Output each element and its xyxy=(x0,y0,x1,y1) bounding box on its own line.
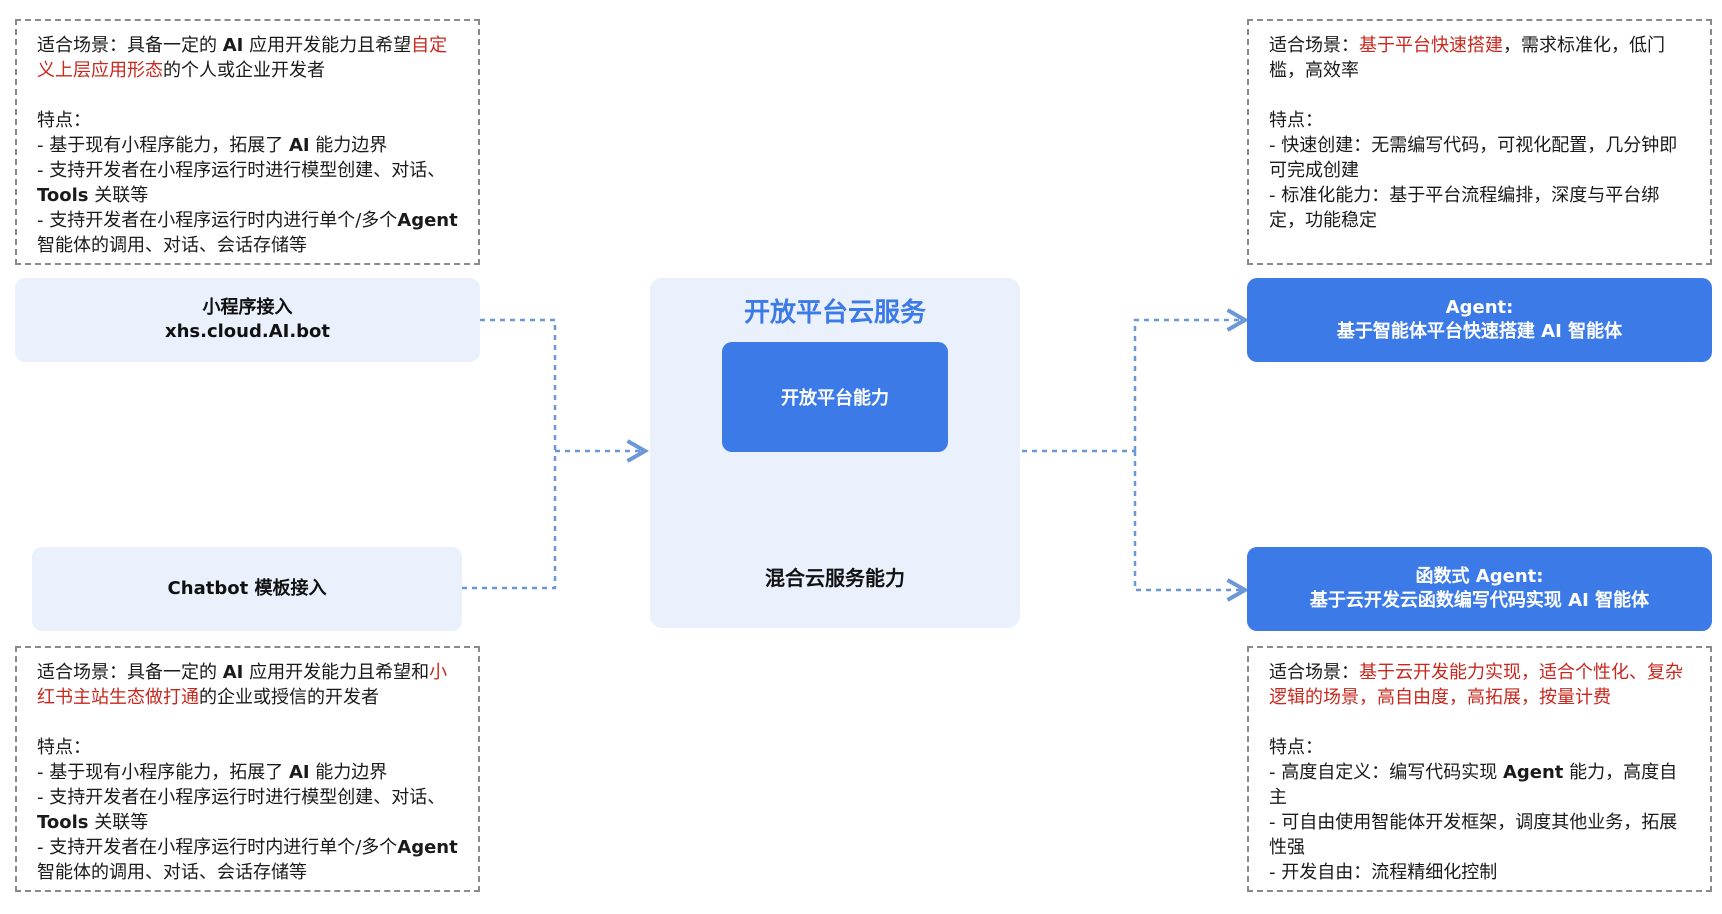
to-func-agent-arrow xyxy=(1133,451,1250,602)
feature-3: - 支持开发者在小程序运行时内进行单个/多个Agent 智能体的调用、对话、会话… xyxy=(37,210,458,256)
left-bottom-note: 适合场景：具备一定的 AI 应用开发能力且希望和小红书主站生态做打通的企业或授信… xyxy=(15,646,480,892)
scene-text: 适合场景：具备一定的 AI 应用开发能力且希望和小红书主站生态做打通的企业或授信… xyxy=(37,662,448,708)
feature-1: - 快速创建：无需编写代码，可视化配置，几分钟即可完成创建 xyxy=(1269,135,1678,181)
function-agent-box: 函数式 Agent: 基于云开发云函数编写代码实现 AI 智能体 xyxy=(1247,547,1712,631)
open-platform-cloud-title: 开放平台云服务 xyxy=(743,298,926,328)
feature-1: - 基于现有小程序能力，拓展了 AI 能力边界 xyxy=(37,762,388,783)
feature-1: - 基于现有小程序能力，拓展了 AI 能力边界 xyxy=(37,135,388,156)
open-platform-capability-box: 开放平台能力 xyxy=(722,342,948,452)
miniapp-connector xyxy=(480,318,557,451)
feature-2: - 标准化能力：基于平台流程编排，深度与平台绑定，功能稳定 xyxy=(1269,185,1660,231)
right-bottom-note: 适合场景：基于云开发能力实现，适合个性化、复杂逻辑的场景，高自由度，高拓展，按量… xyxy=(1247,646,1712,892)
right-top-note: 适合场景：基于平台快速搭建，需求标准化，低门槛，高效率 特点： - 快速创建：无… xyxy=(1247,19,1712,265)
features-label: 特点： xyxy=(1269,110,1323,131)
feature-2: - 支持开发者在小程序运行时进行模型创建、对话、Tools 关联等 xyxy=(37,787,446,833)
miniapp-entry-title: 小程序接入 xyxy=(202,297,293,318)
chatbot-connector xyxy=(462,451,557,590)
miniapp-entry-api: xhs.cloud.AI.bot xyxy=(164,321,331,342)
features-label: 特点： xyxy=(37,110,91,131)
agent-box-title: Agent: xyxy=(1445,297,1514,318)
function-agent-box-title: 函数式 Agent: xyxy=(1415,566,1544,587)
left-top-note: 适合场景：具备一定的 AI 应用开发能力且希望自定义上层应用形态的个人或企业开发… xyxy=(15,19,480,265)
open-platform-capability-label: 开放平台能力 xyxy=(781,388,889,409)
feature-3: - 开发自由：流程精细化控制 xyxy=(1269,862,1498,883)
function-agent-box-desc: 基于云开发云函数编写代码实现 AI 智能体 xyxy=(1309,590,1650,611)
feature-1: - 高度自定义：编写代码实现 Agent 能力，高度自主 xyxy=(1269,762,1678,808)
scene-text: 适合场景：基于平台快速搭建，需求标准化，低门槛，高效率 xyxy=(1269,35,1665,81)
features-label: 特点： xyxy=(1269,737,1323,758)
to-agent-arrow xyxy=(1133,308,1250,451)
agent-box: Agent: 基于智能体平台快速搭建 AI 智能体 xyxy=(1247,278,1712,362)
feature-2: - 可自由使用智能体开发框架，调度其他业务，拓展性强 xyxy=(1269,812,1678,858)
feature-2: - 支持开发者在小程序运行时进行模型创建、对话、Tools 关联等 xyxy=(37,160,446,206)
scene-text: 适合场景：具备一定的 AI 应用开发能力且希望自定义上层应用形态的个人或企业开发… xyxy=(37,35,448,81)
chatbot-entry: Chatbot 模板接入 xyxy=(32,547,462,631)
feature-3: - 支持开发者在小程序运行时内进行单个/多个Agent 智能体的调用、对话、会话… xyxy=(37,837,458,883)
scene-text: 适合场景：基于云开发能力实现，适合个性化、复杂逻辑的场景，高自由度，高拓展，按量… xyxy=(1269,662,1683,708)
features-label: 特点： xyxy=(37,737,91,758)
hybrid-cloud-label: 混合云服务能力 xyxy=(765,566,905,590)
open-platform-cloud-panel xyxy=(650,278,1020,628)
agent-box-desc: 基于智能体平台快速搭建 AI 智能体 xyxy=(1336,321,1623,342)
chatbot-entry-title: Chatbot 模板接入 xyxy=(167,578,327,599)
miniapp-entry: 小程序接入 xhs.cloud.AI.bot xyxy=(15,278,480,362)
